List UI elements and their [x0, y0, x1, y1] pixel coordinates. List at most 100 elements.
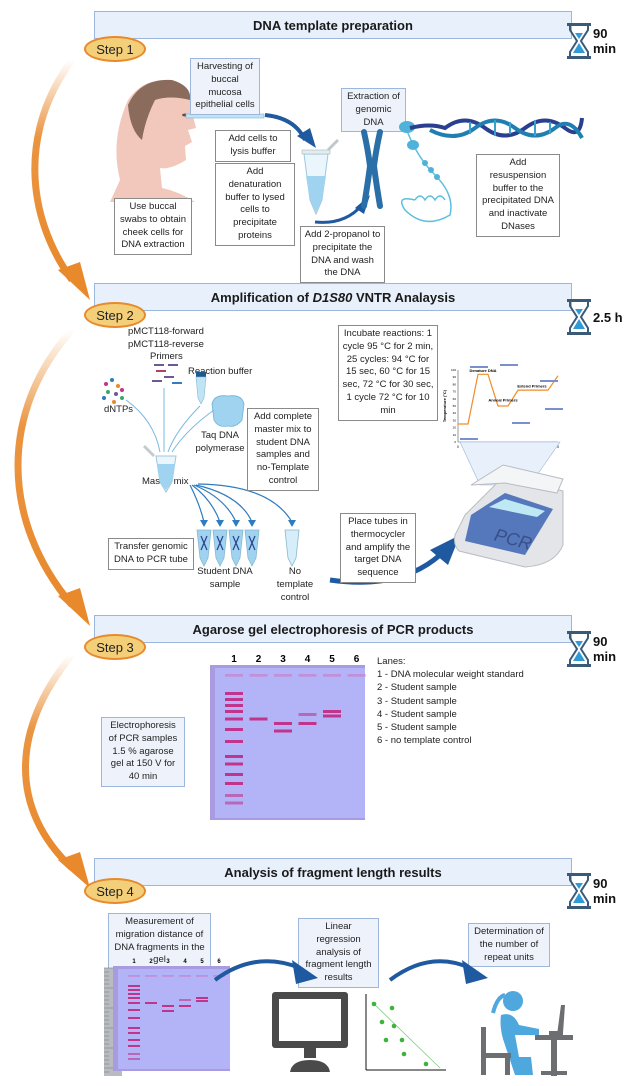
gel-band — [145, 1002, 157, 1004]
regression-point — [383, 1037, 389, 1043]
gel-band — [225, 794, 243, 797]
gel-band — [128, 1032, 140, 1034]
flow-arrowhead — [58, 852, 90, 888]
primer-reverse-label: pMCT118-reverse — [128, 339, 204, 350]
gel-band — [128, 1058, 140, 1060]
lane-legend-item: 2 - Student sample — [377, 682, 457, 694]
gel-well — [128, 975, 140, 977]
gel-band — [225, 801, 243, 805]
dntps-label: dNTPs — [104, 404, 134, 415]
note-swabs-text: Use buccal swabs to obtain cheek cells f… — [119, 201, 186, 251]
lanes-legend: Lanes: 1 - DNA molecular weight standard… — [377, 655, 524, 747]
flow-arrowhead — [58, 588, 90, 626]
step2-badge-label: Step 2 — [96, 307, 134, 323]
step4-timer: 90 min — [566, 872, 628, 910]
note-repeat-units-text: Determination of the number of repeat un… — [474, 926, 544, 963]
pcr-y-tick: 10 — [453, 433, 457, 437]
step4-badge-label: Step 4 — [96, 883, 134, 899]
gel-band — [225, 782, 243, 785]
gel-band — [128, 985, 140, 987]
no-template-label: No template control — [276, 566, 314, 603]
step2-title-gene: D1S80 — [312, 289, 353, 305]
gel-band — [298, 722, 317, 725]
chromosome-icon — [361, 129, 383, 209]
note-propanol-text: Add 2-propanol to precipitate the DNA an… — [304, 229, 381, 279]
tubes-illustration — [189, 483, 460, 585]
gel-band — [225, 717, 243, 721]
gel-band — [249, 717, 268, 721]
gel-band — [225, 762, 243, 766]
pcr-y-tick: 40 — [453, 411, 457, 415]
pcr-y-tick: 30 — [453, 418, 457, 422]
note-incubate: Incubate reactions: 1 cycle 95 °C for 2 … — [338, 325, 438, 421]
pcr-x-tick: 5 — [557, 445, 559, 449]
note-thermocycler-text: Place tubes in thermocycler and amplify … — [345, 516, 411, 579]
gel-well — [323, 674, 341, 677]
gel-band — [128, 1053, 140, 1055]
gel-band — [323, 710, 341, 713]
primers-label: Primers — [150, 351, 183, 362]
note-lysis: Add cells to lysis buffer — [215, 130, 291, 162]
step3-duration: 90 min — [593, 634, 617, 664]
student-tube — [196, 529, 212, 567]
lane-number: 4 — [305, 654, 311, 665]
gel-band — [274, 729, 292, 733]
no-template-tube — [284, 529, 300, 567]
note-swabs: Use buccal swabs to obtain cheek cells f… — [114, 198, 192, 256]
note-thermocycler: Place tubes in thermocycler and amplify … — [340, 513, 416, 584]
lane-number: 2 — [149, 959, 153, 965]
gel-well — [145, 975, 157, 977]
regression-plot — [365, 994, 446, 1071]
gel-band — [323, 714, 341, 718]
pcr-y-tick: 100 — [451, 368, 456, 372]
pcr-y-tick: 80 — [453, 382, 457, 386]
step1-badge-label: Step 1 — [96, 41, 134, 57]
pcr-y-tick: 50 — [453, 404, 457, 408]
gel-band — [196, 1000, 208, 1002]
gel-well — [274, 674, 292, 677]
lane-number: 3 — [166, 959, 170, 965]
regression-point — [379, 1019, 385, 1025]
note-transfer-text: Transfer genomic DNA to PCR tube — [114, 541, 188, 565]
note-transfer: Transfer genomic DNA to PCR tube — [108, 538, 194, 570]
hourglass-icon — [567, 631, 591, 667]
gel-band — [128, 1045, 140, 1047]
gel-band — [128, 997, 140, 999]
dna-strand-icon — [540, 380, 558, 382]
gel-well — [347, 674, 366, 677]
primers-icon — [152, 364, 182, 384]
step4-duration: 90 min — [593, 876, 617, 906]
note-resuspension-text: Add resuspension buffer to the precipita… — [482, 157, 554, 233]
pcr-annotation: Denature DNA — [469, 368, 496, 373]
step2-timer: 2.5 h — [566, 298, 623, 336]
gel-well — [225, 674, 243, 677]
note-electrophoresis: Electrophoresis of PCR samples 1.5 % aga… — [101, 717, 185, 788]
student-tube — [244, 529, 260, 567]
hourglass-icon — [567, 23, 591, 59]
step1-arrows — [264, 113, 370, 224]
reaction-buffer-label: Reaction buffer — [188, 366, 253, 377]
person-at-computer-icon — [481, 991, 573, 1076]
regression-point — [391, 1023, 397, 1029]
gel-well — [298, 674, 317, 677]
gel-band — [225, 704, 243, 707]
lane-legend-item: 3 - Student sample — [377, 695, 457, 707]
gel-band — [162, 1010, 174, 1012]
dna-strand-icon — [470, 366, 488, 368]
flow-arrowhead — [58, 262, 90, 300]
regression-point — [401, 1051, 407, 1057]
note-harvest-text: Harvesting of buccal mucosa epithelial c… — [195, 61, 255, 111]
note-lysis-text: Add cells to lysis buffer — [228, 133, 278, 157]
lane-number: 2 — [256, 654, 262, 665]
step1-header: DNA template preparation — [94, 11, 572, 39]
dna-helix-icon — [409, 117, 584, 140]
lane-number: 1 — [132, 959, 136, 965]
computer-monitor-icon — [272, 992, 348, 1072]
step4-header: Analysis of fragment length results — [94, 858, 572, 886]
hourglass-icon — [567, 873, 591, 909]
dna-strand-icon — [545, 408, 563, 410]
step3-title: Agarose gel electrophoresis of PCR produ… — [192, 621, 474, 637]
